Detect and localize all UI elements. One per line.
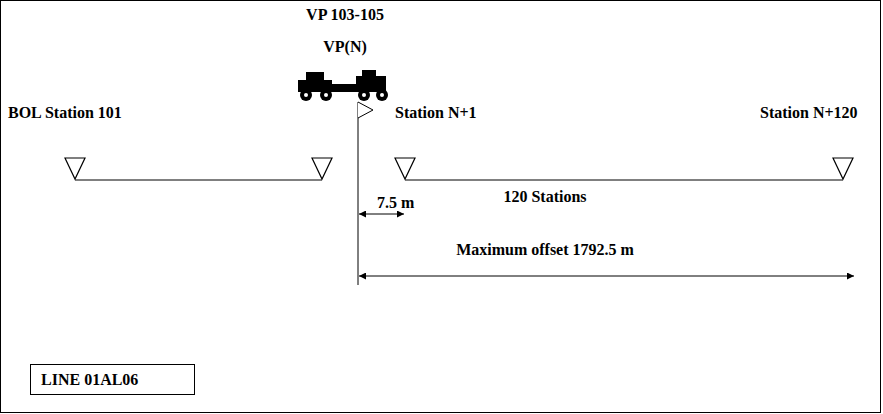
dimension-arrow (359, 214, 404, 215)
line-name-box: LINE 01AL06 (30, 364, 195, 395)
dimension-label: Maximum offset 1792.5 m (456, 241, 634, 259)
cable-line (75, 180, 322, 181)
line-name: LINE 01AL06 (41, 371, 138, 389)
station-label: Station N+120 (760, 104, 858, 122)
dimension-arrow (359, 276, 854, 277)
station-symbols (65, 158, 853, 179)
vp-label: VP(N) (323, 38, 367, 56)
vp-range-label: VP 103-105 (306, 6, 384, 24)
vp-line (358, 102, 359, 285)
vp-flag (358, 102, 373, 118)
cable-line (405, 180, 843, 181)
station-label: BOL Station 101 (8, 104, 122, 122)
vibroseis-truck (298, 70, 388, 101)
station-label: Station N+1 (395, 104, 477, 122)
station-count: 120 Stations (503, 188, 586, 206)
dimension-label: 7.5 m (377, 194, 414, 212)
